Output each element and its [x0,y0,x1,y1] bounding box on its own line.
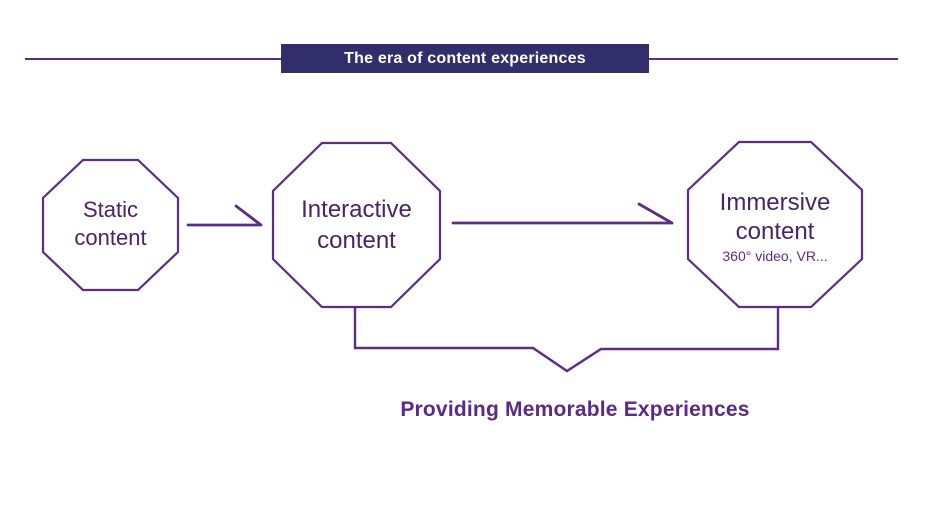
node-label-static: Static content [74,197,147,250]
title-banner: The era of content experiences [281,44,649,73]
node-label-immersive-subtitle: 360° video, VR... [722,248,828,264]
static-octagon-shape [41,158,180,292]
caption-text: Providing Memorable Experiences [400,398,750,421]
immersive-octagon-shape [686,140,864,309]
node-label-interactive: Interactive content [301,196,412,254]
node-label-immersive-title: Immersive content [719,189,831,245]
interactive-octagon-shape [271,141,442,309]
arrow-right-icon [186,204,263,227]
bracket-shape [353,307,780,373]
arrow-right-icon [451,202,674,225]
page-title: The era of content experiences [344,49,586,67]
node-label-immersive: Immersive content 360° video, VR... [692,188,858,265]
